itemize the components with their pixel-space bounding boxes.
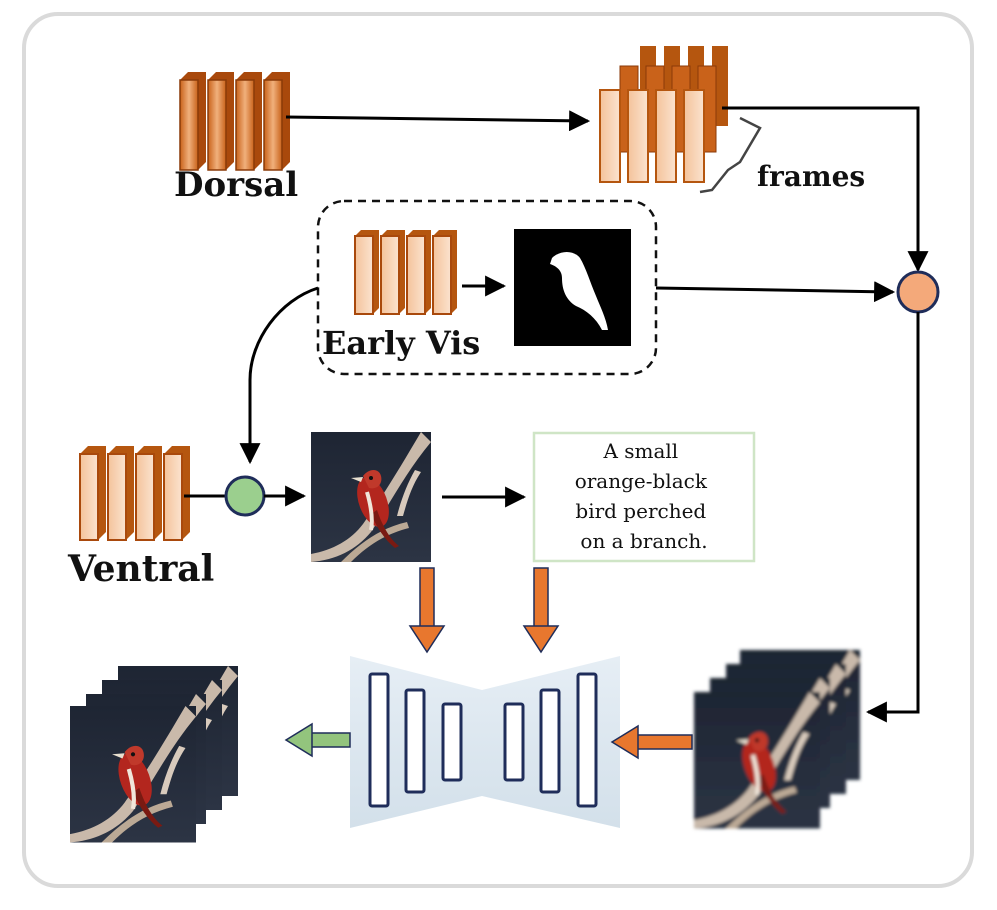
silhouette-to-fusion-arrow bbox=[655, 281, 896, 303]
caption-line: A small bbox=[602, 439, 678, 463]
caption-line: orange-black bbox=[575, 469, 708, 493]
early-vis-label: Early Vis bbox=[322, 324, 480, 362]
fusion-to-frames-arrow bbox=[865, 312, 920, 723]
ventral-encoder-icon bbox=[79, 446, 190, 541]
fusion-node-green bbox=[224, 475, 266, 517]
early-vis-to-green-arrow bbox=[239, 286, 319, 465]
caption-box bbox=[532, 431, 756, 563]
early-vis-encoder-icon bbox=[354, 230, 457, 315]
bird-photo bbox=[309, 430, 433, 564]
frames-to-unet-arrow bbox=[610, 724, 693, 760]
unet-to-output-arrow bbox=[284, 722, 351, 758]
caption-line: on a branch. bbox=[580, 529, 707, 553]
bird-silhouette-icon bbox=[514, 229, 631, 346]
frames-brace bbox=[699, 116, 762, 194]
frames-to-fusion-arrow bbox=[722, 106, 929, 273]
frames-label: frames bbox=[757, 160, 865, 193]
unet-block bbox=[350, 656, 620, 828]
image-to-unet-arrow bbox=[408, 567, 446, 654]
dorsal-label: Dorsal bbox=[174, 165, 298, 205]
caption-line: bird perched bbox=[575, 499, 706, 523]
ventral-label: Ventral bbox=[67, 548, 214, 590]
early-vis-box bbox=[316, 199, 658, 376]
frames-stack-icon bbox=[599, 46, 728, 183]
fusion-node-orange bbox=[896, 270, 940, 314]
caption-to-unet-arrow bbox=[522, 567, 560, 654]
dorsal-to-frames-arrow bbox=[285, 110, 591, 132]
dorsal-encoder-icon bbox=[179, 72, 290, 171]
caption-text: A small orange-black bird perched on a b… bbox=[575, 439, 714, 553]
